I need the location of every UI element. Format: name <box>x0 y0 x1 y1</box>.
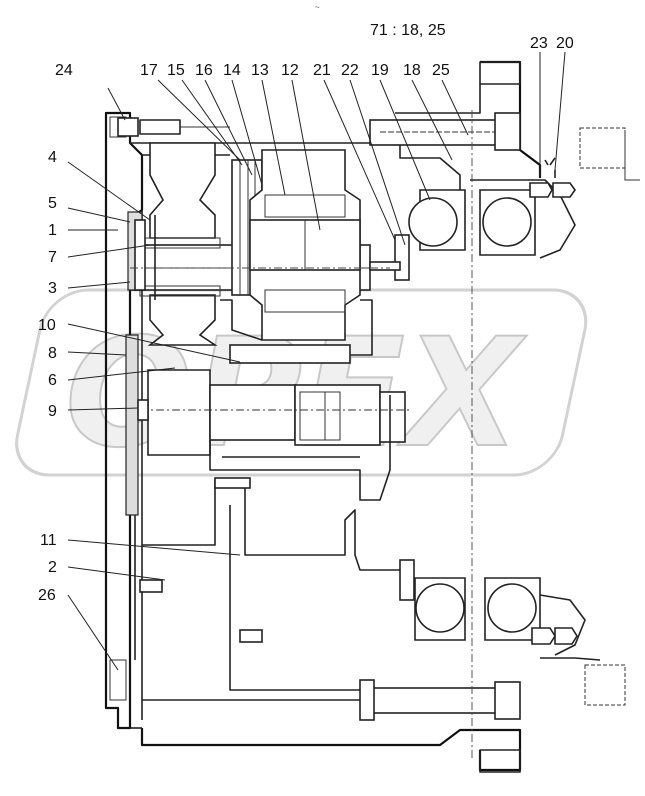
callout-14: 14 <box>223 62 241 79</box>
callout-5: 5 <box>48 195 57 212</box>
lower-housing-region <box>139 477 400 691</box>
lower-bearing-assembly <box>359 559 626 721</box>
callout-26: 26 <box>38 587 56 604</box>
callout-8: 8 <box>48 345 57 362</box>
callout-20: 20 <box>556 35 574 52</box>
callout-12: 12 <box>281 62 299 79</box>
callout-21: 21 <box>313 62 331 79</box>
scan-mark: ~ <box>315 3 320 12</box>
callout-24: 24 <box>55 62 73 79</box>
callout-23: 23 <box>530 35 548 52</box>
callout-10: 10 <box>38 317 56 334</box>
callout-16: 16 <box>195 62 213 79</box>
upper-gear-assembly <box>127 142 410 364</box>
callout-1: 1 <box>48 222 57 239</box>
callout-22: 22 <box>341 62 359 79</box>
leader-lines <box>67 51 566 671</box>
reference-text: 71 : 18, 25 <box>370 22 446 39</box>
upper-bearing-assembly <box>408 127 640 259</box>
callout-3: 3 <box>48 280 57 297</box>
callout-11: 11 <box>40 532 57 549</box>
callout-2: 2 <box>48 559 57 576</box>
callout-18: 18 <box>403 62 421 79</box>
callout-17: 17 <box>140 62 158 79</box>
callout-7: 7 <box>48 249 57 266</box>
middle-shaft-assembly <box>125 334 410 516</box>
callout-labels: 24 17 15 16 14 13 12 21 22 19 18 25 23 2… <box>38 35 574 604</box>
top-bolt-assembly <box>117 112 521 151</box>
callout-19: 19 <box>371 62 389 79</box>
callout-9: 9 <box>48 403 57 420</box>
callout-25: 25 <box>432 62 450 79</box>
callout-15: 15 <box>167 62 185 79</box>
callout-13: 13 <box>251 62 269 79</box>
callout-4: 4 <box>48 149 57 166</box>
callout-6: 6 <box>48 372 57 389</box>
